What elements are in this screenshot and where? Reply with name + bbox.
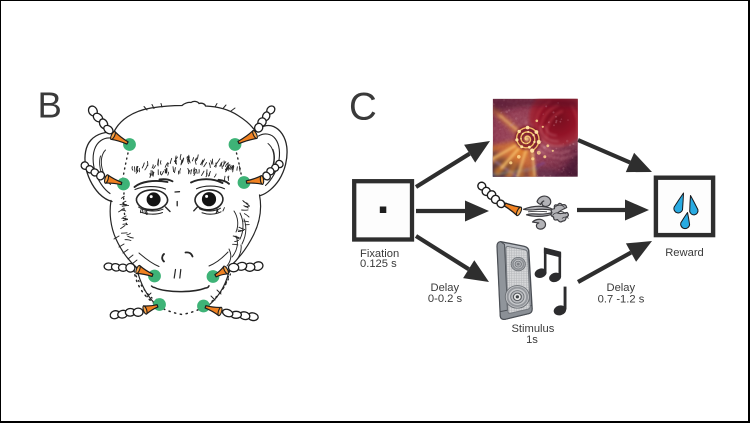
svg-text:Reward: Reward [665, 247, 704, 259]
svg-text:0.125 s: 0.125 s [360, 258, 397, 270]
svg-text:Delay: Delay [430, 282, 459, 294]
svg-text:B: B [38, 85, 62, 126]
svg-text:0-0.2 s: 0-0.2 s [428, 293, 463, 305]
svg-text:C: C [349, 86, 377, 129]
svg-text:Fixation: Fixation [360, 248, 399, 260]
svg-text:1s: 1s [526, 334, 538, 346]
svg-text:Stimulus: Stimulus [511, 323, 554, 335]
svg-text:0.7 -1.2 s: 0.7 -1.2 s [598, 294, 645, 306]
svg-text:Delay: Delay [606, 282, 635, 294]
